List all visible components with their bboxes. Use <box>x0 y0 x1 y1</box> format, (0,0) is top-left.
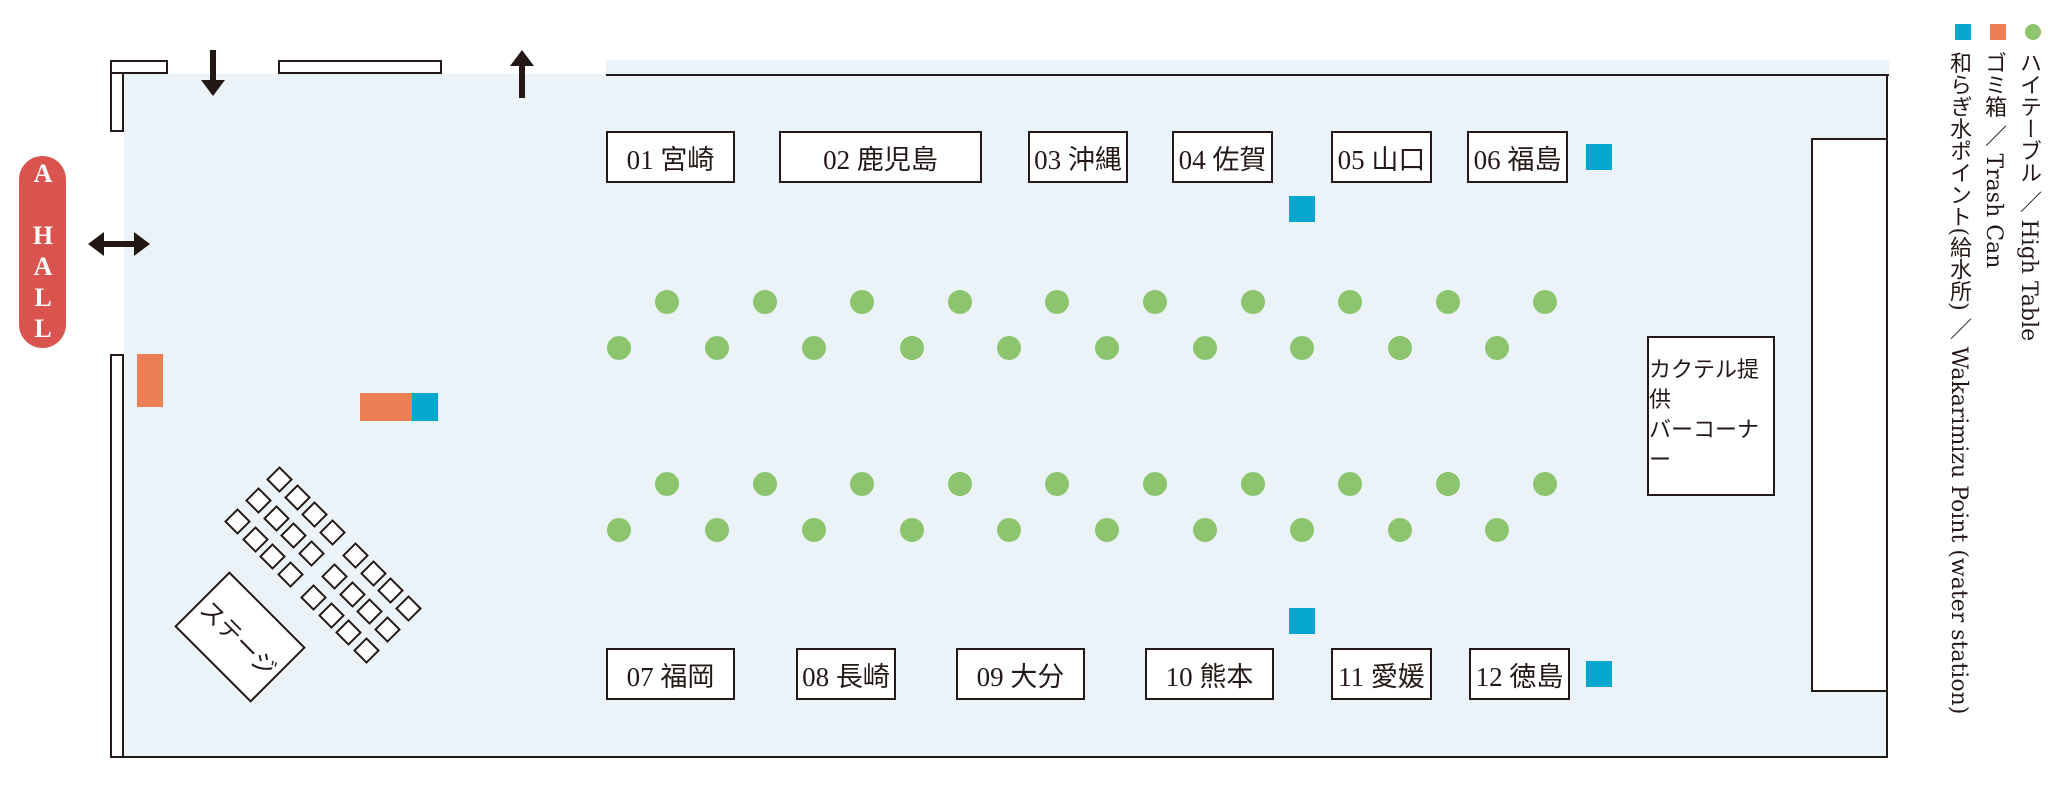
legend-trash-can: ゴミ箱 ／ Trash Can <box>1979 24 2007 268</box>
booth-01: 01 宮崎 <box>606 131 735 183</box>
high-table <box>1192 518 1217 542</box>
high-table <box>850 290 875 314</box>
a-hall-label: A HALL <box>28 159 58 345</box>
booth-02: 02 鹿児島 <box>779 131 982 183</box>
wall-top <box>606 74 1889 76</box>
legend-water-point-swatch <box>1955 24 1972 40</box>
legend-trash-can-swatch <box>1990 24 2007 40</box>
high-table <box>1435 290 1460 314</box>
high-table <box>1045 290 1070 314</box>
water-point-top-right <box>1586 144 1612 170</box>
booth-12: 12 徳島 <box>1469 648 1570 700</box>
high-table <box>947 472 972 496</box>
high-table <box>1533 290 1558 314</box>
high-table <box>997 336 1022 360</box>
floor-notch <box>606 60 1889 76</box>
high-table <box>899 518 924 542</box>
high-table <box>752 290 777 314</box>
legend-high-table-label: ハイテーブル ／ High Table <box>2016 51 2041 342</box>
high-table <box>1240 290 1265 314</box>
high-table <box>607 518 631 542</box>
high-table <box>704 518 729 542</box>
water-point-bottom-right <box>1586 661 1612 687</box>
legend-water-point: 和らぎ水ポイント(給水所) ／ Wakarimizu Point (water … <box>1944 24 1972 714</box>
high-table <box>1095 518 1119 542</box>
legend-water-point-label: 和らぎ水ポイント(給水所) ／ Wakarimizu Point (water … <box>1946 51 1971 715</box>
booth-06: 06 福島 <box>1467 131 1568 183</box>
bar-corner-line2: バーコーナー <box>1649 418 1760 473</box>
high-table <box>1240 472 1265 496</box>
high-table <box>997 518 1022 542</box>
high-table <box>704 336 729 360</box>
booth-11: 11 愛媛 <box>1331 648 1432 700</box>
high-table <box>1095 336 1119 360</box>
high-table <box>1338 472 1363 496</box>
high-table <box>1485 336 1510 360</box>
high-table <box>1387 518 1412 542</box>
high-table <box>1533 472 1558 496</box>
wall-left-lower <box>110 354 124 758</box>
high-table <box>850 472 875 496</box>
high-table <box>947 290 972 314</box>
high-table <box>1290 336 1315 360</box>
high-table <box>1485 518 1510 542</box>
booth-07: 07 福岡 <box>606 648 735 700</box>
wall-top-middle <box>278 60 442 74</box>
water-point-bottom-mid <box>1289 608 1315 634</box>
water-point-center <box>412 393 438 421</box>
booth-08: 08 長崎 <box>796 648 896 700</box>
high-table <box>899 336 924 360</box>
high-table <box>802 336 827 360</box>
exit-arrow-down-icon <box>201 50 225 96</box>
legend-high-table: ハイテーブル ／ High Table <box>2014 24 2042 341</box>
booth-04: 04 佐賀 <box>1172 131 1273 183</box>
high-table <box>1387 336 1412 360</box>
wall-top-left-stub <box>110 60 168 74</box>
legend-trash-can-label: ゴミ箱 ／ Trash Can <box>1981 51 2006 269</box>
booth-10: 10 熊本 <box>1145 648 1274 700</box>
high-table <box>1338 290 1363 314</box>
a-hall-badge: A HALL <box>19 156 66 348</box>
bar-corner-line1: カクテル提供 <box>1649 358 1760 413</box>
high-table <box>1290 518 1315 542</box>
entry-arrow-up-icon <box>510 50 534 98</box>
high-table <box>1143 290 1167 314</box>
wall-bottom <box>110 756 1888 758</box>
legend-high-table-swatch <box>2025 24 2042 40</box>
water-point-top-mid <box>1289 196 1315 222</box>
high-table <box>607 336 631 360</box>
booth-03: 03 沖縄 <box>1028 131 1128 183</box>
high-table <box>1045 472 1070 496</box>
trash-can-center <box>360 393 412 421</box>
high-table <box>752 472 777 496</box>
high-table <box>1435 472 1460 496</box>
cocktail-bar-corner: カクテル提供 バーコーナー <box>1647 336 1775 496</box>
high-table <box>655 290 679 314</box>
two-way-arrow-icon <box>88 232 150 256</box>
booth-05: 05 山口 <box>1331 131 1432 183</box>
wall-right-panel <box>1811 138 1888 692</box>
trash-can-left-wall <box>137 354 163 407</box>
high-table <box>1192 336 1217 360</box>
high-table <box>802 518 827 542</box>
high-table <box>655 472 679 496</box>
high-table <box>1143 472 1167 496</box>
booth-09: 09 大分 <box>956 648 1085 700</box>
